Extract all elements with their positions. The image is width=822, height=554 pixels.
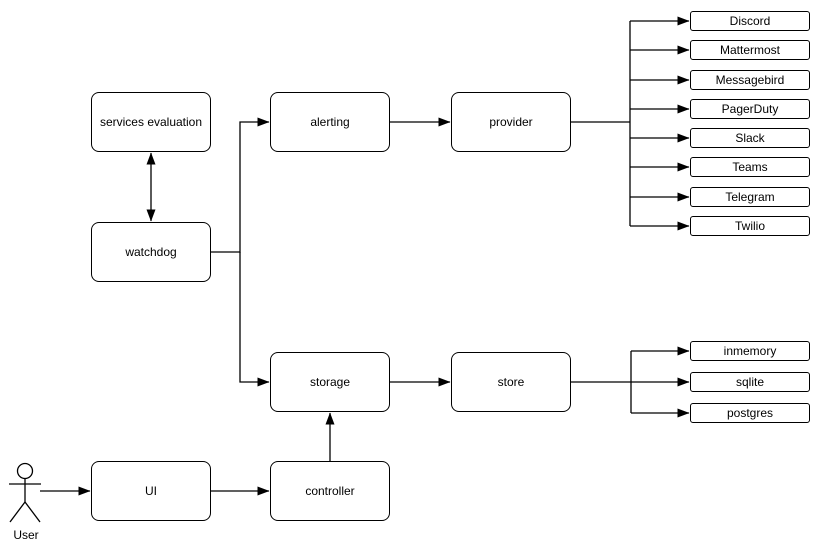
node-provider-mattermost: Mattermost: [690, 40, 810, 60]
node-provider-pagerduty: PagerDuty: [690, 99, 810, 119]
node-ui: UI: [91, 461, 211, 521]
edge-watchdog-storage: [239, 252, 270, 387]
node-store-inmemory: inmemory: [690, 341, 810, 361]
node-provider-slack: Slack: [690, 128, 810, 148]
node-storage: storage: [270, 352, 390, 412]
user-actor-label: User: [13, 528, 39, 542]
node-provider-discord: Discord: [690, 11, 810, 31]
node-store-sqlite: sqlite: [690, 372, 810, 392]
node-services-evaluation: services evaluation: [91, 92, 211, 152]
node-provider-telegram: Telegram: [690, 187, 810, 207]
node-store: store: [451, 352, 571, 412]
node-watchdog: watchdog: [91, 222, 211, 282]
user-actor-icon: [9, 462, 41, 523]
edge-watchdog-alerting: [211, 117, 270, 253]
node-controller: controller: [270, 461, 390, 521]
node-store-postgres: postgres: [690, 403, 810, 423]
node-alerting: alerting: [270, 92, 390, 152]
node-provider-twilio: Twilio: [690, 216, 810, 236]
node-provider: provider: [451, 92, 571, 152]
node-provider-messagebird: Messagebird: [690, 70, 810, 90]
node-provider-teams: Teams: [690, 157, 810, 177]
